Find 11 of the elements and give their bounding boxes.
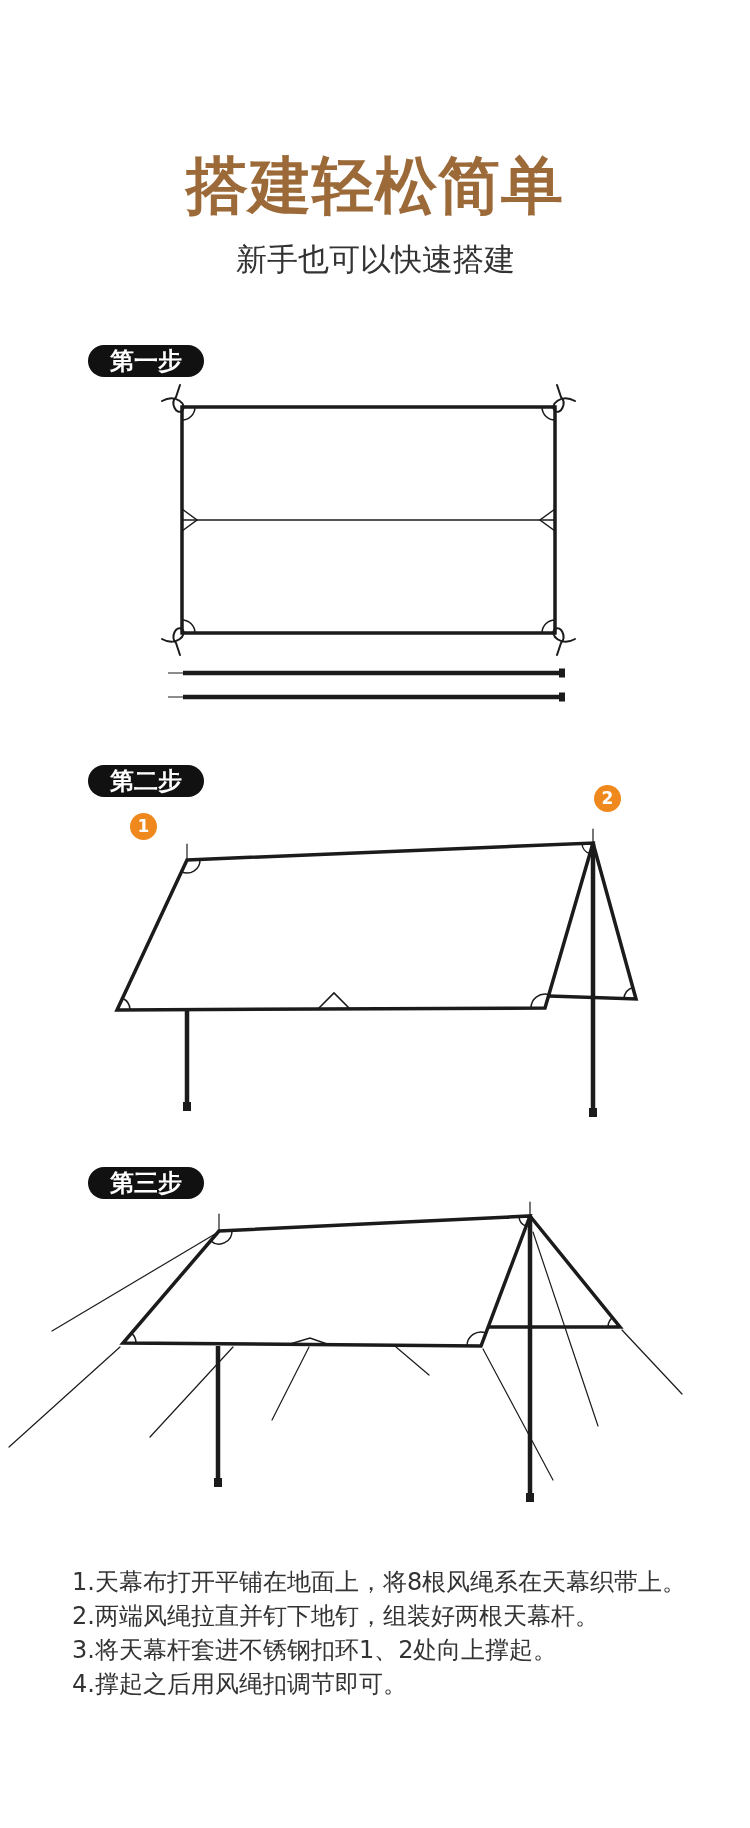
subtitle: 新手也可以快速搭建 [235,240,515,278]
page-title: 搭建轻松简单 [186,150,564,222]
step-badge: 第一步 [88,345,204,377]
instruction-text: 2.两端风绳拉直并钉下地钉，组装好两根天幕杆。 [72,1601,599,1632]
instruction-text: 4.撑起之后用风绳扣调节即可。 [72,1669,407,1700]
callout-number: 2 [594,785,621,812]
instruction-text: 3.将天幕杆套进不锈钢扣环1、2处向上撑起。 [72,1635,558,1666]
callout-number: 1 [130,813,157,840]
step-badge: 第三步 [88,1167,204,1199]
instruction-text: 1.天幕布打开平铺在地面上，将8根风绳系在天幕织带上。 [72,1567,687,1598]
step-badge: 第二步 [88,765,204,797]
